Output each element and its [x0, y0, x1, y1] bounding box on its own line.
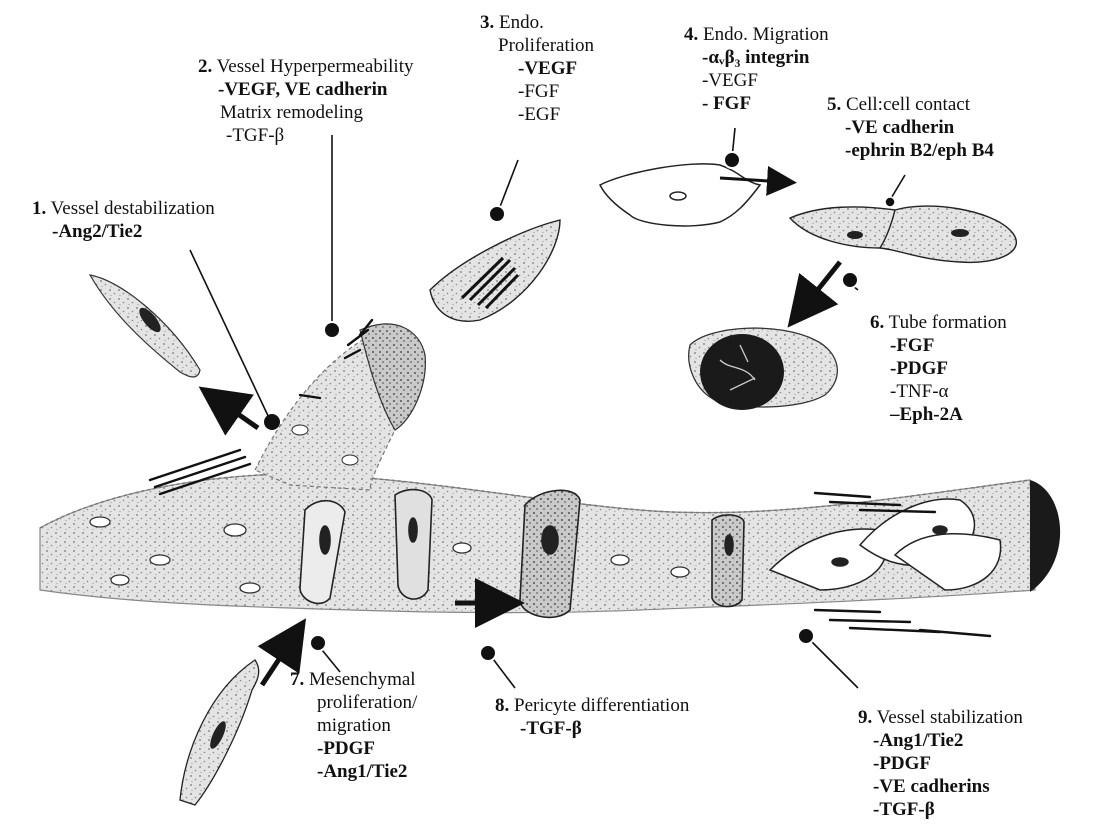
step-2-subtitle: Matrix remodeling	[198, 101, 413, 124]
step-3-title-line-2: Proliferation	[480, 34, 594, 57]
step-6-number: 6.	[870, 312, 884, 333]
step-8-title: Pericyte differentiation	[514, 695, 689, 716]
step-7-factor-2: -Ang1/Tie2	[290, 760, 417, 783]
step-3-factor-1: -VEGF	[480, 57, 594, 80]
step-7-title-line-2: proliferation/	[290, 691, 417, 714]
step-5-title: Cell:cell contact	[846, 94, 970, 115]
step-1-label: 1. Vessel destabilization -Ang2/Tie2	[32, 197, 215, 243]
step-9-label: 9. Vessel stabilization -Ang1/Tie2 -PDGF…	[858, 706, 1023, 821]
step-9-factor-4: -TGF-β	[858, 798, 1023, 821]
step-2-label: 2. Vessel Hyperpermeability -VEGF, VE ca…	[198, 55, 413, 147]
step-2-number: 2.	[198, 56, 212, 77]
step-1-number: 1.	[32, 198, 46, 219]
step-6-factor-3: -TNF-α	[870, 380, 1007, 403]
step-4-title: Endo. Migration	[703, 24, 829, 45]
step-4-factor-1: -αᵥβ₃ integrin	[684, 46, 829, 69]
step-4-factor-3: - FGF	[684, 92, 829, 115]
step-9-factor-2: -PDGF	[858, 752, 1023, 775]
step-4-label: 4. Endo. Migration -αᵥβ₃ integrin -VEGF …	[684, 23, 829, 115]
step-5-label: 5. Cell:cell contact -VE cadherin -ephri…	[827, 93, 994, 162]
step-1-factor: -Ang2/Tie2	[32, 220, 215, 243]
step-2-sub-factor: -TGF-β	[198, 124, 413, 147]
step-3-factor-2: -FGF	[480, 80, 594, 103]
vessel-end-cap	[1030, 480, 1060, 592]
migrating-cell	[600, 164, 760, 226]
step-8-label: 8. Pericyte differentiation -TGF-β	[495, 694, 689, 740]
step-8-number: 8.	[495, 695, 509, 716]
step-7-factor-1: -PDGF	[290, 737, 417, 760]
mesenchymal-cell	[180, 660, 259, 805]
destabilized-cell	[90, 275, 200, 377]
step-3-label: 3. Endo. Proliferation -VEGF -FGF -EGF	[480, 11, 594, 126]
step-6-title: Tube formation	[889, 312, 1007, 333]
step-5-factor-2: -ephrin B2/eph B4	[827, 139, 994, 162]
step-6-factor-4: –Eph-2A	[870, 403, 1007, 426]
proliferating-cell	[430, 220, 560, 321]
tube-structure	[689, 328, 838, 410]
step-7-title-line-3: migration	[290, 714, 417, 737]
step-6-factor-2: -PDGF	[870, 357, 1007, 380]
step-4-number: 4.	[684, 24, 698, 45]
step-3-title-line-1: Endo.	[499, 12, 544, 33]
step-4-factor-2: -VEGF	[684, 69, 829, 92]
step-1-title: Vessel destabilization	[51, 198, 215, 219]
step-9-factor-1: -Ang1/Tie2	[858, 729, 1023, 752]
contacting-cells	[790, 206, 1016, 262]
step-5-number: 5.	[827, 94, 841, 115]
step-7-number: 7.	[290, 669, 304, 690]
step-8-factor: -TGF-β	[495, 717, 689, 740]
step-3-factor-3: -EGF	[480, 103, 594, 126]
step-5-factor-1: -VE cadherin	[827, 116, 994, 139]
step-7-title-line-1: Mesenchymal	[309, 669, 416, 690]
step-7-label: 7. Mesenchymal proliferation/ migration …	[290, 668, 417, 783]
step-2-title: Vessel Hyperpermeability	[217, 56, 414, 77]
step-6-factor-1: -FGF	[870, 334, 1007, 357]
step-9-factor-3: -VE cadherins	[858, 775, 1023, 798]
step-6-label: 6. Tube formation -FGF -PDGF -TNF-α –Eph…	[870, 311, 1007, 426]
sprouting-vessel-branch	[255, 324, 425, 490]
step-9-number: 9.	[858, 707, 872, 728]
step-3-number: 3.	[480, 12, 494, 33]
step-9-title: Vessel stabilization	[877, 707, 1023, 728]
step-2-factor: -VEGF, VE cadherin	[198, 78, 413, 101]
